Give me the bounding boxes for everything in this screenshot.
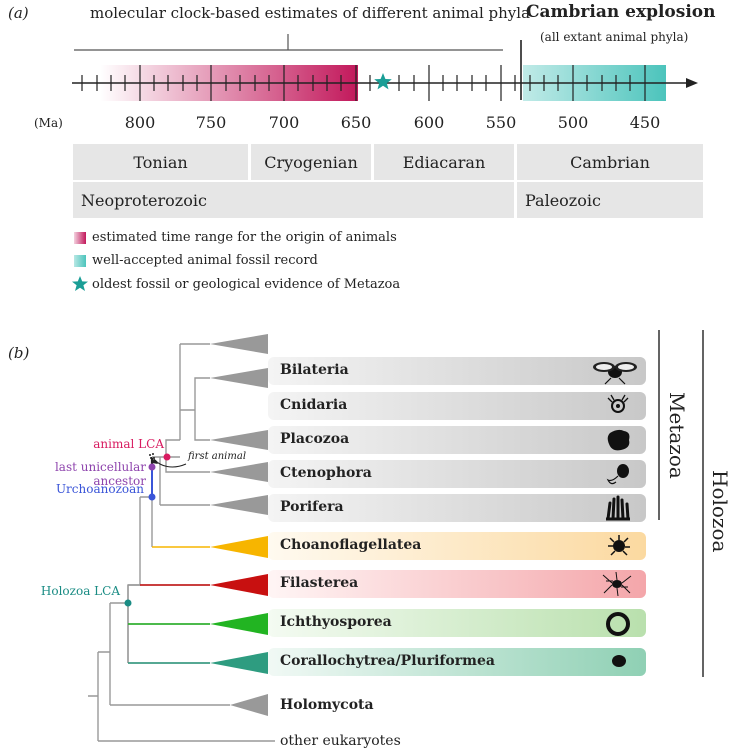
- taxon-porifera: Porifera: [280, 499, 344, 515]
- last-unicellular-ancestor-label: last unicellular ancestor: [54, 460, 146, 488]
- tick-label-550: 550: [485, 113, 517, 132]
- legend-label: well-accepted animal fossil record: [92, 253, 318, 268]
- pink-gradient-swatch: [74, 231, 86, 244]
- bilateria-triangle: [210, 334, 268, 354]
- panel-a-label: (a): [8, 4, 29, 22]
- oldest-fossil-star-icon: [374, 73, 392, 90]
- axis-ticks: [81, 65, 646, 101]
- cnidaria-triangle: [210, 368, 268, 388]
- legend-oldest-fossil: oldest fossil or geological evidence of …: [72, 276, 400, 292]
- cnidaria-bar: [268, 392, 646, 420]
- star-icon: [72, 276, 88, 291]
- tick-label-750: 750: [195, 113, 227, 132]
- cambrian-subtitle: (all extant animal phyla): [540, 30, 689, 44]
- jellyfish-icon: [607, 394, 629, 413]
- placozoan-icon: [607, 429, 630, 451]
- period-cryogenian: Cryogenian: [251, 144, 371, 180]
- first-animal-arrow-icon: [154, 459, 187, 468]
- holozoa-label: Holozoa: [708, 470, 732, 553]
- ctenophora-bar: [268, 460, 646, 488]
- tick-label-500: 500: [557, 113, 589, 132]
- taxon-choanoflagellatea: Choanoflagellatea: [280, 537, 422, 553]
- corallochytrea-bar: [268, 648, 646, 676]
- tick-label-700: 700: [268, 113, 300, 132]
- first-animal-label: first animal: [188, 451, 247, 462]
- legend-origin-range: estimated time range for the origin of a…: [74, 230, 397, 245]
- taxon-holomycota: Holomycota: [280, 697, 374, 713]
- ctenophora-triangle: [210, 462, 268, 482]
- ichthyosporea-triangle: [210, 613, 268, 635]
- taxon-placozoa: Placozoa: [280, 431, 350, 447]
- metazoa-label: Metazoa: [665, 392, 689, 479]
- animal-lca-label: animal LCA: [93, 437, 164, 451]
- ring-cell-icon: [606, 612, 630, 636]
- porifera-bar: [268, 494, 646, 522]
- tick-label-800: 800: [124, 113, 156, 132]
- ichthyosporea-bar: [268, 609, 646, 637]
- urchoanozoan-label: Urchoanozoan: [55, 482, 144, 496]
- panel-b-label: (b): [8, 344, 30, 362]
- axis-unit-label: (Ma): [34, 116, 63, 130]
- phylogenetic-tree: [88, 330, 704, 742]
- porifera-triangle: [210, 495, 268, 515]
- placozoa-bar: [268, 426, 646, 454]
- period-tonian: Tonian: [73, 144, 248, 180]
- sponge-icon: [606, 495, 630, 521]
- comb-jelly-icon: [606, 464, 629, 485]
- taxon-corallochytrea: Corallochytrea/Pluriformea: [280, 653, 495, 669]
- choanoflagellatea-bar: [268, 532, 646, 560]
- blob-cell-icon: [612, 655, 626, 667]
- molecular-clock-title: molecular clock-based estimates of diffe…: [90, 4, 531, 22]
- era-neoproterozoic: Neoproterozoic: [73, 182, 514, 218]
- timeline-axis: [72, 34, 698, 101]
- cambrian-explosion-title: Cambrian explosion: [526, 2, 716, 22]
- holozoa-lca-dot: [124, 599, 132, 607]
- taxon-filasterea: Filasterea: [280, 575, 359, 591]
- taxon-ctenophora: Ctenophora: [280, 465, 372, 481]
- period-cambrian: Cambrian: [517, 144, 703, 180]
- legend-label: estimated time range for the origin of a…: [92, 230, 397, 245]
- placozoa-triangle: [210, 430, 268, 450]
- choanoflagellate-colony-icon: [608, 535, 630, 556]
- teal-gradient-swatch: [74, 254, 86, 267]
- last-unicellular-dot: [148, 463, 156, 471]
- taxon-bilateria: Bilateria: [280, 362, 349, 378]
- fly-icon: [593, 362, 637, 385]
- taxon-ichthyosporea: Ichthyosporea: [280, 614, 392, 630]
- period-ediacaran: Ediacaran: [374, 144, 514, 180]
- corallochytrea-triangle: [210, 652, 268, 674]
- animal-lca-dot: [163, 453, 171, 461]
- legend-fossil-record: well-accepted animal fossil record: [74, 253, 318, 268]
- tick-label-450: 450: [629, 113, 661, 132]
- filasterea-bar: [268, 570, 646, 598]
- tick-label-650: 650: [340, 113, 372, 132]
- filasterea-cell-icon: [602, 571, 632, 597]
- holozoa-lca-label: Holozoa LCA: [40, 584, 120, 598]
- era-paleozoic: Paleozoic: [517, 182, 703, 218]
- first-animal-cell-icon: [149, 453, 155, 459]
- choanoflagellatea-triangle: [210, 536, 268, 558]
- bilateria-bar: [268, 357, 646, 385]
- taxon-other-eukaryotes: other eukaryotes: [280, 733, 401, 749]
- holomycota-triangle: [230, 694, 268, 716]
- urchoanozoan-dot: [148, 493, 156, 501]
- taxon-cnidaria: Cnidaria: [280, 397, 348, 413]
- tick-label-600: 600: [413, 113, 445, 132]
- legend-label: oldest fossil or geological evidence of …: [92, 276, 401, 292]
- filasterea-triangle: [210, 574, 268, 596]
